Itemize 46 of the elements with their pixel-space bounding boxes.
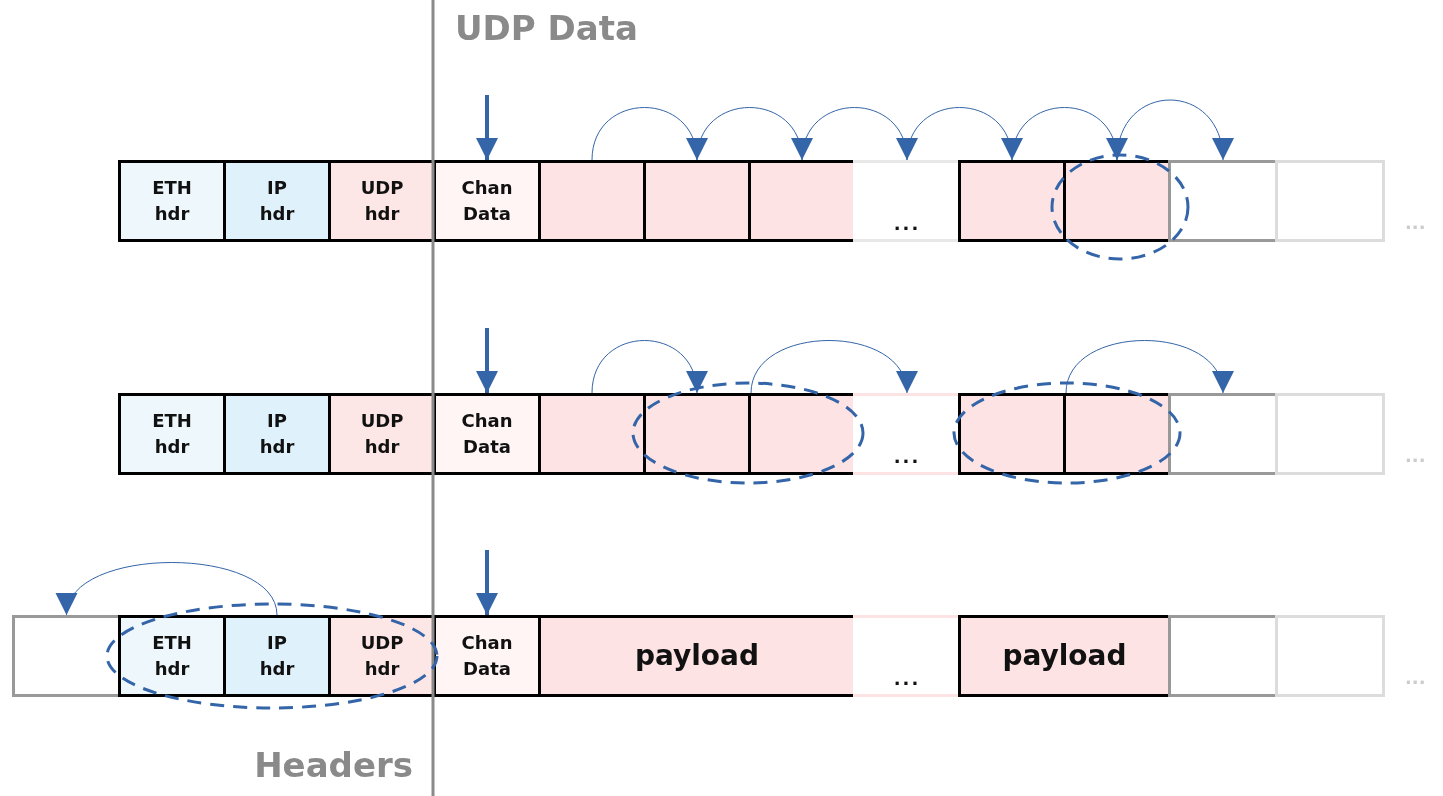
packet-cell (1168, 160, 1278, 242)
packet-cell (1275, 393, 1385, 475)
packet-cell (1275, 615, 1385, 697)
packet-cell (748, 160, 856, 242)
ellipsis-gap: ... (853, 160, 961, 242)
packet-cell: ETH hdr (118, 615, 226, 697)
arrow (476, 328, 498, 393)
section-label: Headers (254, 745, 413, 785)
packet-cell: IP hdr (223, 160, 331, 242)
arrow (801, 107, 916, 161)
packet-cell: ETH hdr (118, 393, 226, 475)
ellipsis-gap: ... (853, 615, 961, 697)
packet-cell (958, 393, 1066, 475)
packet-cell (1063, 160, 1171, 242)
ellipsis-label: ... (1405, 667, 1426, 688)
section-label: UDP Data (455, 8, 638, 48)
ellipsis-label: ... (1405, 445, 1426, 466)
arrow (476, 95, 498, 160)
arrow (591, 107, 706, 161)
packet-cell (1063, 393, 1171, 475)
packet-cell: Chan Data (433, 393, 541, 475)
arrow (476, 550, 498, 615)
packet-cell (958, 160, 1066, 242)
packet-cell (1168, 615, 1278, 697)
arrow (591, 340, 706, 394)
packet-cell (12, 615, 121, 697)
arrow (1011, 107, 1126, 161)
packet-cell (748, 393, 856, 475)
packet-cell (538, 393, 646, 475)
packet-cell (643, 393, 751, 475)
packet-cell: IP hdr (223, 393, 331, 475)
packet-cell: payload (538, 615, 856, 697)
packet-cell: Chan Data (433, 160, 541, 242)
packet-cell: payload (958, 615, 1171, 697)
ellipsis-label: ... (1405, 212, 1426, 233)
arrow (906, 107, 1021, 161)
packet-cell (1168, 393, 1278, 475)
ellipsis-gap: ... (853, 393, 961, 475)
packet-cell: Chan Data (433, 615, 541, 697)
packet-cell: IP hdr (223, 615, 331, 697)
packet-cell (538, 160, 646, 242)
packet-cell (1275, 160, 1385, 242)
packet-cell (643, 160, 751, 242)
arrow (1116, 99, 1232, 161)
arrow (696, 107, 811, 161)
packet-cell: ETH hdr (118, 160, 226, 242)
